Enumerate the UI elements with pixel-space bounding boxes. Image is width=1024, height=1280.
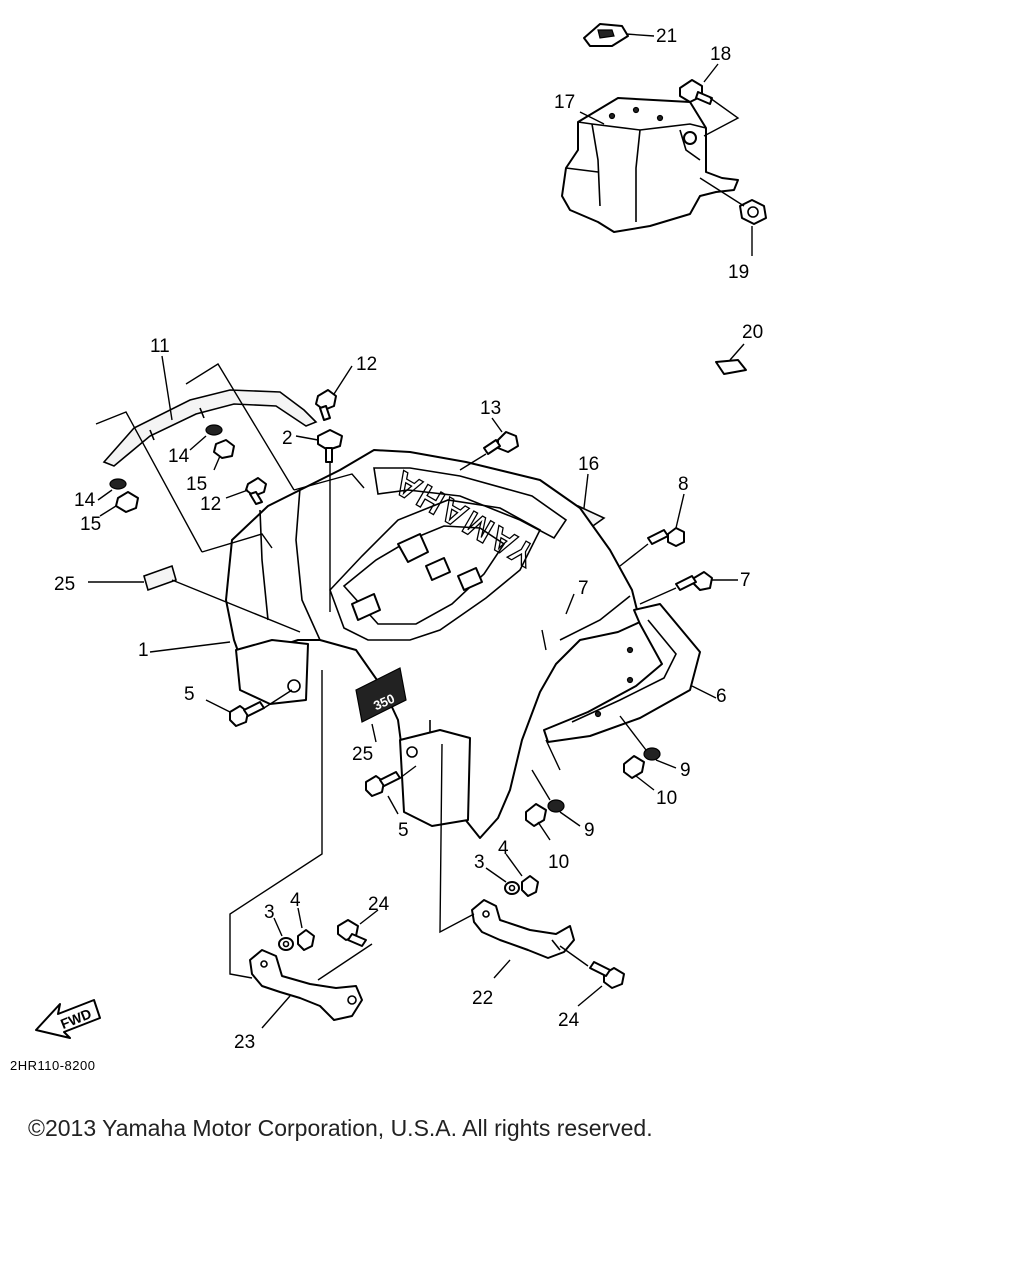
part-23-bracket [249,949,363,1021]
callout-24-right: 24 [558,1010,580,1031]
part-17-cover [561,97,739,233]
part-24-bolts [337,919,625,989]
exploded-parts-diagram: YAMAHA 350 [35,23,767,1053]
part-22-bracket [471,899,575,959]
callout-11: 11 [150,336,170,357]
part-3-4-washers [278,875,539,951]
copyright-notice: ©2013 Yamaha Motor Corporation, U.S.A. A… [28,1115,653,1141]
callout-10-center: 10 [548,852,569,873]
callout-7-center: 7 [578,578,589,599]
callout-9-right: 9 [680,760,691,781]
drawing-code: 2HR110-8200 [10,1058,96,1073]
callout-24-left: 24 [368,894,390,915]
callout-15-lower: 15 [80,514,101,535]
leader-lines [88,33,753,1029]
callout-12-left: 12 [200,494,221,515]
part-19-nut [739,199,767,225]
callout-14-upper: 14 [168,446,190,467]
part-25-emblem: 350 [143,564,407,723]
part-2-screw [317,429,343,463]
callout-4-right: 4 [498,838,509,859]
callout-4-left: 4 [290,890,301,911]
callout-25-center: 25 [352,744,373,765]
callout-7-right: 7 [740,570,751,591]
callout-14-lower: 14 [74,490,96,511]
callout-6: 6 [716,686,727,707]
part-21-clip [583,23,629,47]
callout-23: 23 [234,1032,255,1053]
fwd-arrow-icon: FWD [35,999,101,1039]
part-14-15-nuts [109,424,235,513]
callout-8: 8 [678,474,689,495]
callout-5-left: 5 [184,684,195,705]
callout-17: 17 [554,92,575,113]
part-11-guard [102,389,318,467]
part-5-bolts [229,701,401,797]
callout-12-top: 12 [356,354,377,375]
callout-9-center: 9 [584,820,595,841]
part-18-bolt [679,79,713,105]
callout-1: 1 [138,640,149,661]
part-13-bolt [483,431,519,455]
callout-labels: 21 18 17 19 20 11 12 13 2 14 16 15 8 12 … [54,26,763,1053]
callout-20: 20 [742,322,763,343]
part-12-bolts [245,389,337,505]
callout-3-left: 3 [264,902,275,923]
part-9-10-nuts [525,747,661,827]
callout-13: 13 [480,398,501,419]
part-20-pad [715,359,747,375]
callout-16: 16 [578,454,599,475]
callout-15-upper: 15 [186,474,207,495]
callout-25-left: 25 [54,574,75,595]
callout-21: 21 [656,26,677,47]
part-6-flap [543,603,701,743]
callout-18: 18 [710,44,731,65]
callout-19: 19 [728,262,749,283]
callout-5-center: 5 [398,820,409,841]
callout-3-right: 3 [474,852,485,873]
callout-2: 2 [282,428,293,449]
callout-10-right: 10 [656,788,677,809]
callout-22: 22 [472,988,493,1009]
